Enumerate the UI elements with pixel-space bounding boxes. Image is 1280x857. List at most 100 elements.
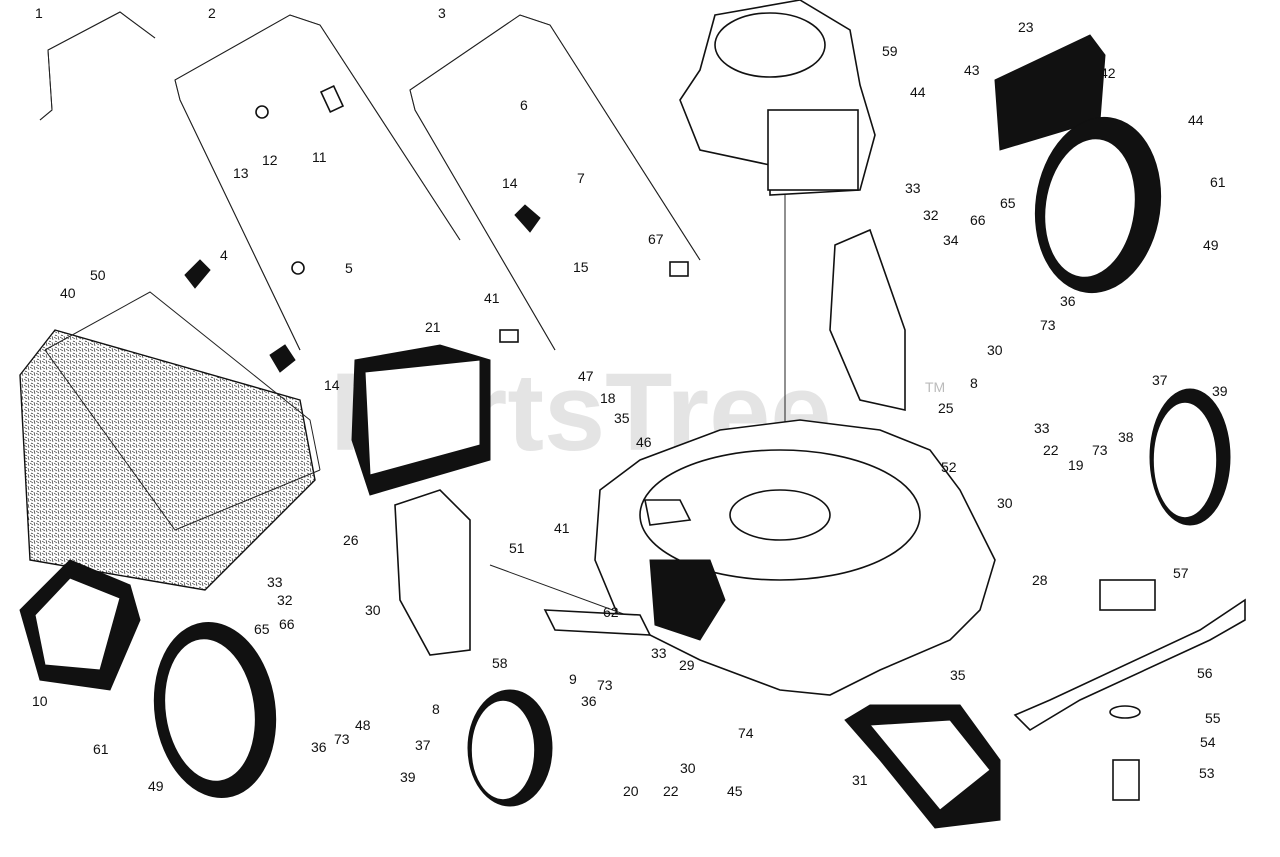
callout-label-15: 15	[573, 259, 589, 275]
callout-label-33: 33	[1034, 420, 1050, 436]
callout-label-8: 8	[432, 701, 440, 717]
callout-label-9: 9	[569, 671, 577, 687]
callout-label-51: 51	[509, 540, 525, 556]
callout-label-10: 10	[32, 693, 48, 709]
callout-label-3: 3	[438, 5, 446, 21]
rear-deflector	[351, 344, 491, 496]
callout-label-33: 33	[267, 574, 283, 590]
callout-label-28: 28	[1032, 572, 1048, 588]
callout-label-5: 5	[345, 260, 353, 276]
callout-label-37: 37	[415, 737, 431, 753]
callout-label-30: 30	[365, 602, 381, 618]
callout-label-49: 49	[148, 778, 164, 794]
rear-flap-right	[994, 34, 1106, 151]
callout-label-30: 30	[987, 342, 1003, 358]
callout-label-73: 73	[334, 731, 350, 747]
callout-label-42: 42	[1100, 65, 1116, 81]
callout-label-41: 41	[484, 290, 500, 306]
callout-label-32: 32	[277, 592, 293, 608]
callout-label-74: 74	[738, 725, 754, 741]
callout-label-49: 49	[1203, 237, 1219, 253]
handle-knobs	[184, 85, 689, 373]
mower-deck	[594, 419, 996, 696]
callout-label-4: 4	[220, 247, 228, 263]
callout-label-2: 2	[208, 5, 216, 21]
callout-label-54: 54	[1200, 734, 1216, 750]
callout-label-39: 39	[1212, 383, 1228, 399]
callout-label-44: 44	[1188, 112, 1204, 128]
callout-label-11: 11	[312, 149, 327, 165]
callout-label-62: 62	[603, 604, 619, 620]
callout-label-25: 25	[938, 400, 954, 416]
callout-label-67: 67	[648, 231, 664, 247]
callout-label-14: 14	[502, 175, 518, 191]
callout-label-56: 56	[1197, 665, 1213, 681]
callout-label-57: 57	[1173, 565, 1189, 581]
callout-label-61: 61	[93, 741, 109, 757]
callout-label-73: 73	[597, 677, 613, 693]
callout-label-19: 19	[1068, 457, 1084, 473]
callout-label-36: 36	[311, 739, 327, 755]
side-discharge-chute	[844, 704, 1001, 829]
callout-label-12: 12	[262, 152, 278, 168]
callout-label-13: 13	[233, 165, 249, 181]
callout-label-44: 44	[910, 84, 926, 100]
callout-label-21: 21	[425, 319, 441, 335]
callout-label-45: 45	[727, 783, 743, 799]
callout-label-55: 55	[1205, 710, 1221, 726]
callout-label-58: 58	[492, 655, 508, 671]
front-wheel-left	[467, 689, 553, 807]
callout-label-66: 66	[970, 212, 986, 228]
callout-label-33: 33	[905, 180, 921, 196]
callout-label-31: 31	[852, 772, 868, 788]
callout-label-29: 29	[679, 657, 695, 673]
wheel-cover	[19, 559, 141, 691]
callout-label-37: 37	[1152, 372, 1168, 388]
height-adjuster-rear	[829, 228, 906, 411]
callout-label-73: 73	[1040, 317, 1056, 333]
callout-label-7: 7	[577, 170, 585, 186]
callout-label-65: 65	[1000, 195, 1016, 211]
callout-label-14: 14	[324, 377, 340, 393]
callout-label-35: 35	[950, 667, 966, 683]
callout-label-1: 1	[35, 5, 43, 21]
callout-label-33: 33	[651, 645, 667, 661]
front-axle	[489, 564, 652, 636]
callout-label-66: 66	[279, 616, 295, 632]
callout-label-34: 34	[943, 232, 959, 248]
callout-label-46: 46	[636, 434, 652, 450]
callout-label-8: 8	[970, 375, 978, 391]
callout-label-52: 52	[941, 459, 957, 475]
callout-label-22: 22	[1043, 442, 1059, 458]
rear-wheel-left	[153, 621, 277, 799]
callout-label-41: 41	[554, 520, 570, 536]
callout-label-23: 23	[1018, 19, 1034, 35]
callout-label-47: 47	[578, 368, 594, 384]
grass-catcher-bag	[19, 291, 321, 591]
callout-label-59: 59	[882, 43, 898, 59]
upper-handle-left	[39, 11, 156, 121]
lower-handle	[409, 14, 701, 351]
callout-label-43: 43	[964, 62, 980, 78]
rear-wheel-right	[1034, 116, 1162, 294]
callout-label-30: 30	[997, 495, 1013, 511]
callout-label-35: 35	[614, 410, 630, 426]
callout-label-48: 48	[355, 717, 371, 733]
callout-label-61: 61	[1210, 174, 1226, 190]
front-wheel-right	[1149, 388, 1231, 526]
blade	[1013, 579, 1246, 801]
callout-label-73: 73	[1092, 442, 1108, 458]
watermark-trademark: TM	[925, 379, 945, 395]
callout-label-22: 22	[663, 783, 679, 799]
callout-label-50: 50	[90, 267, 106, 283]
callout-label-65: 65	[254, 621, 270, 637]
callout-label-32: 32	[923, 207, 939, 223]
callout-label-18: 18	[600, 390, 616, 406]
callout-label-20: 20	[623, 783, 639, 799]
engine	[679, 0, 876, 530]
height-adjuster-front	[394, 489, 471, 656]
callout-label-40: 40	[60, 285, 76, 301]
callout-label-53: 53	[1199, 765, 1215, 781]
callout-label-6: 6	[520, 97, 528, 113]
